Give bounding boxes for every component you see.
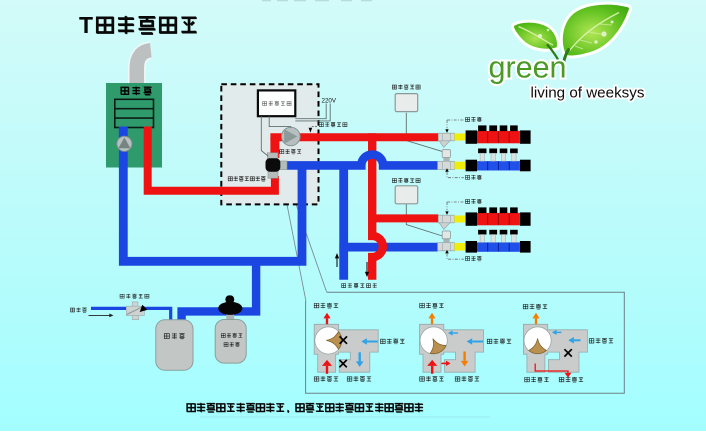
svg-text:220V: 220V: [322, 97, 337, 104]
svg-text:T: T: [79, 12, 93, 38]
svg-text:living of weeksys: living of weeksys: [531, 85, 645, 102]
svg-text:green: green: [489, 51, 567, 85]
